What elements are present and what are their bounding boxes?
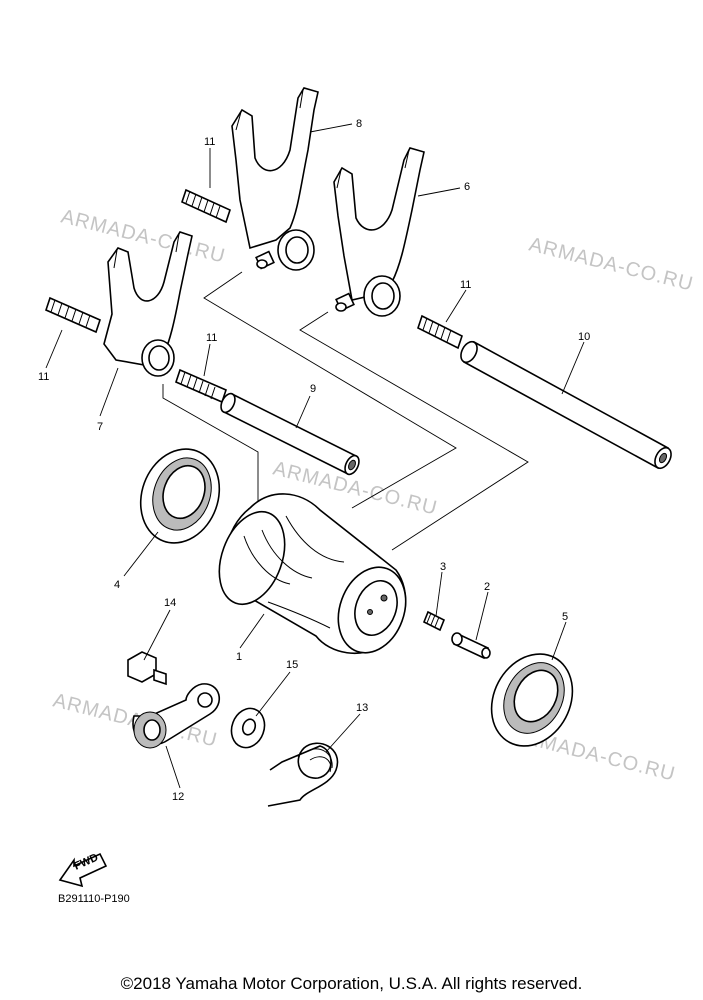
leader-lines [45, 123, 585, 789]
callout-3: 3 [440, 561, 446, 573]
callout-1: 1 [236, 651, 242, 663]
spring-11 [175, 368, 227, 404]
callout-7: 7 [97, 421, 103, 433]
bearing-5 [490, 653, 574, 747]
diagram-code: B291110-P190 [58, 893, 130, 905]
spring-3 [422, 610, 446, 632]
callout-5: 5 [562, 611, 568, 623]
guide-bar-9 [220, 392, 360, 476]
guide-bar-10 [460, 340, 672, 470]
callout-8: 8 [356, 118, 362, 130]
callout-2: 2 [484, 581, 490, 593]
callout-11-d: 11 [460, 279, 471, 291]
washer-15 [230, 707, 266, 749]
callout-4: 4 [114, 579, 120, 591]
callout-11-b: 11 [38, 371, 49, 383]
spring-11 [181, 188, 231, 224]
callout-13: 13 [356, 702, 368, 714]
bolt-14 [127, 651, 167, 686]
callout-6: 6 [464, 181, 470, 193]
pin-2 [451, 632, 491, 660]
callout-15: 15 [286, 659, 298, 671]
callout-11-c: 11 [206, 332, 217, 344]
spring-11 [417, 314, 463, 350]
shift-fork-8 [231, 87, 319, 271]
callout-12: 12 [172, 791, 184, 803]
bearing-4 [139, 448, 221, 544]
watermark: ARMADA-CO.RU [527, 234, 696, 296]
torsion-spring-13 [267, 742, 339, 807]
spring-11 [45, 296, 101, 334]
callout-11-a: 11 [204, 136, 215, 148]
copyright-notice: ©2018 Yamaha Motor Corporation, U.S.A. A… [120, 974, 583, 993]
callout-9: 9 [310, 383, 316, 395]
shift-fork-6 [333, 147, 425, 317]
watermark: ARMADA-CO.RU [59, 206, 228, 268]
fwd-arrow-icon: FWD [58, 852, 108, 888]
callout-14: 14 [164, 597, 176, 609]
callout-10: 10 [578, 331, 590, 343]
shift-fork-7 [103, 231, 193, 377]
shift-drum-1 [218, 493, 407, 655]
stopper-lever-12 [132, 683, 221, 749]
